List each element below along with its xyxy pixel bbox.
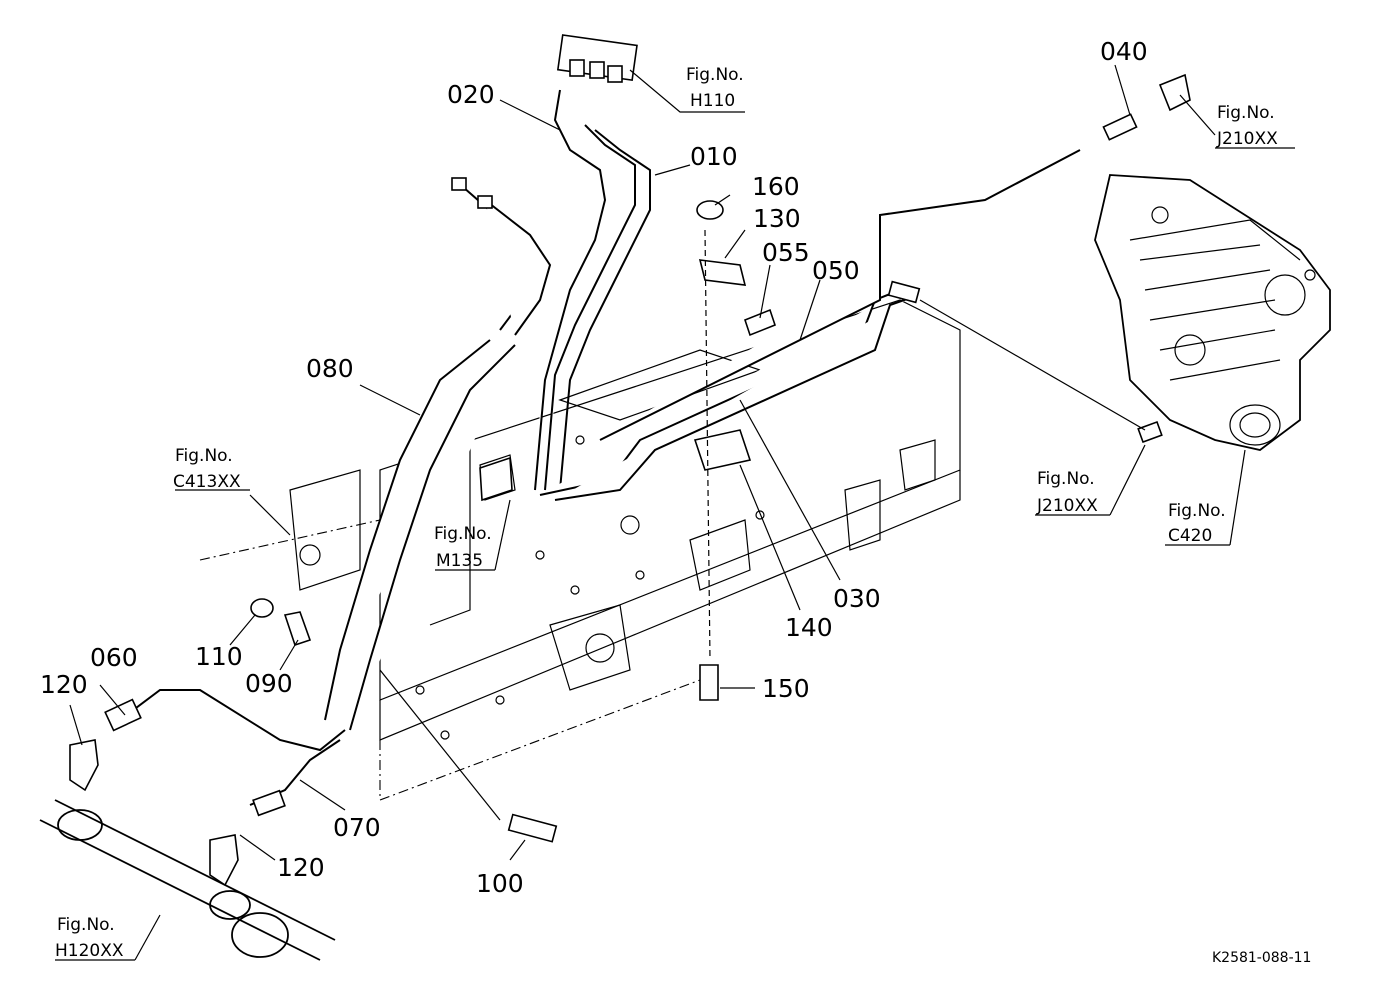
label-090: 090 — [245, 669, 293, 698]
figref-m135-code: M135 — [436, 551, 483, 571]
label-110: 110 — [195, 642, 243, 671]
label-050: 050 — [812, 256, 860, 285]
part-number-labels: 010 020 030 040 050 055 060 070 080 090 … — [40, 37, 1148, 898]
figref-h110-title: Fig.No. — [686, 65, 744, 85]
figref-c413xx-title: Fig.No. — [175, 446, 233, 466]
label-010: 010 — [690, 142, 738, 171]
lift-cylinder — [39, 799, 336, 961]
label-070: 070 — [333, 813, 381, 842]
label-120-b: 120 — [277, 853, 325, 882]
label-060: 060 — [90, 643, 138, 672]
figref-c420-title: Fig.No. — [1168, 501, 1226, 521]
label-140: 140 — [785, 613, 833, 642]
label-040: 040 — [1100, 37, 1148, 66]
figure-references: Fig.No. H110 Fig.No. J210XX Fig.No. C413… — [55, 65, 1278, 961]
figref-c420-code: C420 — [1168, 526, 1212, 546]
label-150: 150 — [762, 674, 810, 703]
fittings — [69, 34, 1191, 887]
transmission-housing — [1094, 174, 1331, 451]
figref-h120xx-title: Fig.No. — [57, 915, 115, 935]
leader-lines — [55, 64, 1295, 961]
label-160: 160 — [752, 172, 800, 201]
label-100: 100 — [476, 869, 524, 898]
label-020: 020 — [447, 80, 495, 109]
drawing-number: K2581-088-11 — [1212, 950, 1311, 966]
label-080: 080 — [306, 354, 354, 383]
figref-h110-code: H110 — [690, 91, 735, 111]
label-120-a: 120 — [40, 670, 88, 699]
label-055: 055 — [762, 238, 810, 267]
label-030: 030 — [833, 584, 881, 613]
figref-m135-title: Fig.No. — [434, 524, 492, 544]
figref-j210xx-mid-title: Fig.No. — [1037, 469, 1095, 489]
figref-j210xx-mid-code: J210XX — [1036, 496, 1098, 516]
hydraulic-lines — [119, 89, 1081, 806]
figref-j210xx-top-code: J210XX — [1216, 129, 1278, 149]
figref-c413xx-code: C413XX — [173, 472, 241, 492]
figref-h120xx-code: H120XX — [55, 941, 124, 961]
label-130: 130 — [753, 204, 801, 233]
figref-j210xx-top-title: Fig.No. — [1217, 103, 1275, 123]
